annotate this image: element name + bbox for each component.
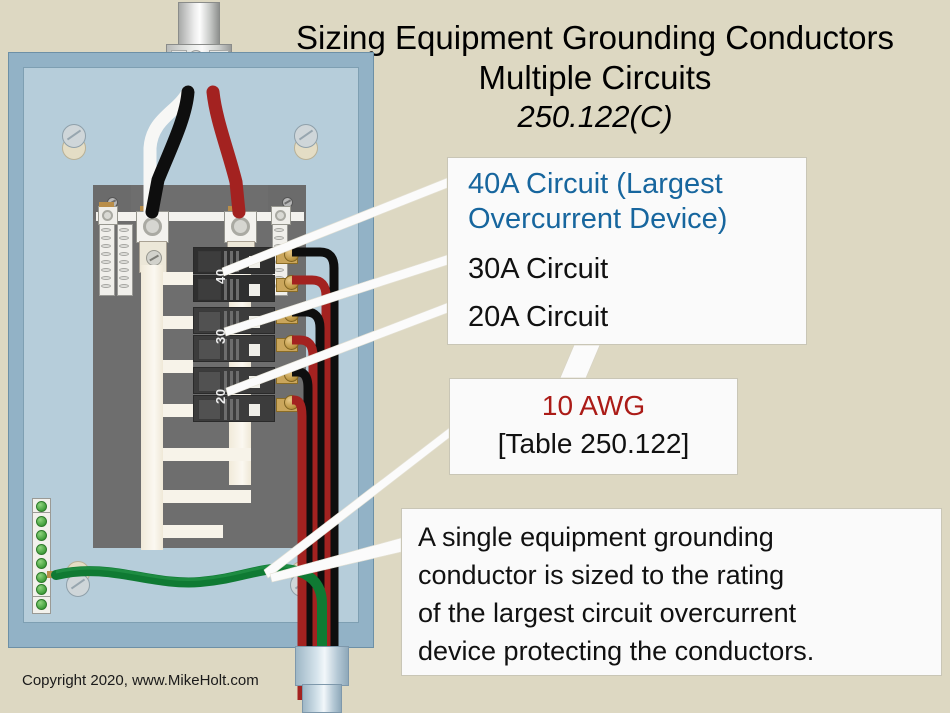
breaker-40a-pole1[interactable] bbox=[193, 247, 275, 274]
neutral-crimp-left bbox=[99, 202, 114, 207]
callout-30a-line: 30A Circuit bbox=[468, 253, 609, 285]
mount-screw-bl bbox=[66, 573, 90, 597]
breaker-handle-20a-2[interactable] bbox=[198, 399, 221, 420]
bus-finger-a7 bbox=[163, 525, 223, 538]
breaker-label-30a: 30 bbox=[213, 328, 228, 344]
explanation-line-4: device protecting the conductors. bbox=[418, 636, 815, 666]
ground-bar-cap-bottom bbox=[32, 596, 51, 614]
breaker-20a-pole1[interactable] bbox=[193, 367, 275, 394]
mount-screw-tr bbox=[294, 124, 318, 148]
bottom-conduit-lower bbox=[302, 684, 342, 713]
ground-bar bbox=[32, 512, 51, 600]
circuits-callout-box bbox=[447, 157, 807, 345]
ground-bar-cap-top bbox=[32, 498, 51, 516]
callout-connector-strip bbox=[559, 344, 601, 379]
breaker-label-20a: 20 bbox=[213, 388, 228, 404]
title-line-3: 250.122(C) bbox=[517, 99, 673, 134]
breaker-30a-pole1[interactable] bbox=[193, 307, 275, 334]
callout-table-reference: [Table 250.122] bbox=[497, 428, 690, 459]
mount-screw-br bbox=[290, 573, 314, 597]
breaker-30a-pole2[interactable] bbox=[193, 335, 275, 362]
bus-bar-a-lower bbox=[141, 485, 163, 550]
neutral-bar-left-b bbox=[117, 224, 133, 296]
explanation-line-1: A single equipment grounding bbox=[418, 522, 774, 552]
explanation-callout-box bbox=[401, 508, 942, 676]
bus-finger-a6 bbox=[163, 490, 251, 503]
copyright-notice: Copyright 2020, www.MikeHolt.com bbox=[22, 672, 259, 689]
breaker-terminal-screw-1 bbox=[284, 247, 299, 262]
bus-finger-a5 bbox=[163, 448, 251, 461]
interior-mounting-rail bbox=[96, 212, 304, 221]
breaker-terminal-screw-3 bbox=[284, 307, 299, 322]
breaker-terminal-screw-6 bbox=[284, 395, 299, 410]
title-line-1: Sizing Equipment Grounding Conductors bbox=[295, 19, 894, 56]
bottom-conduit-upper bbox=[295, 646, 349, 686]
callout-awg-size: 10 AWG bbox=[541, 390, 646, 421]
breaker-handle-40a-2[interactable] bbox=[198, 279, 221, 300]
bus-finger-a2 bbox=[163, 316, 193, 329]
page-title: Sizing Equipment Grounding Conductors Mu… bbox=[230, 18, 950, 136]
service-conduit-pipe bbox=[178, 2, 220, 48]
callout-40a-line1: 40A Circuit (Largest bbox=[468, 168, 723, 200]
callout-40a-line2: Overcurrent Device) bbox=[468, 203, 728, 235]
mount-screw-tl bbox=[62, 124, 86, 148]
explanation-line-3: of the largest circuit overcurrent bbox=[418, 598, 797, 628]
neutral-bar-left-a bbox=[99, 224, 115, 296]
explanation-line-2: conductor is sized to the rating bbox=[418, 560, 785, 590]
bus-bar-a bbox=[141, 265, 163, 485]
breaker-terminal-screw-2 bbox=[284, 275, 299, 290]
breaker-handle-40a-1[interactable] bbox=[198, 251, 221, 272]
breaker-label-40a: 40 bbox=[213, 268, 228, 284]
breaker-20a-pole2[interactable] bbox=[193, 395, 275, 422]
bus-finger-a4 bbox=[163, 404, 193, 417]
callout-20a-line: 20A Circuit bbox=[468, 301, 609, 333]
main-lug-b bbox=[224, 211, 257, 243]
conductor-size-callout-box bbox=[449, 378, 738, 475]
breaker-terminal-screw-5 bbox=[284, 367, 299, 382]
breaker-handle-30a-2[interactable] bbox=[198, 339, 221, 360]
title-line-2: Multiple Circuits bbox=[478, 59, 712, 96]
breaker-handle-20a-1[interactable] bbox=[198, 371, 221, 392]
breaker-handle-30a-1[interactable] bbox=[198, 311, 221, 332]
bus-finger-a3 bbox=[163, 360, 193, 373]
breaker-40a-pole2[interactable] bbox=[193, 275, 275, 302]
neutral-bar-right-cap bbox=[271, 206, 291, 225]
main-lug-a bbox=[136, 211, 169, 243]
neutral-bar-left-cap bbox=[98, 206, 118, 225]
ground-conductor-crimp bbox=[47, 571, 58, 578]
breaker-terminal-screw-4 bbox=[284, 335, 299, 350]
bus-finger-a1 bbox=[163, 272, 193, 285]
